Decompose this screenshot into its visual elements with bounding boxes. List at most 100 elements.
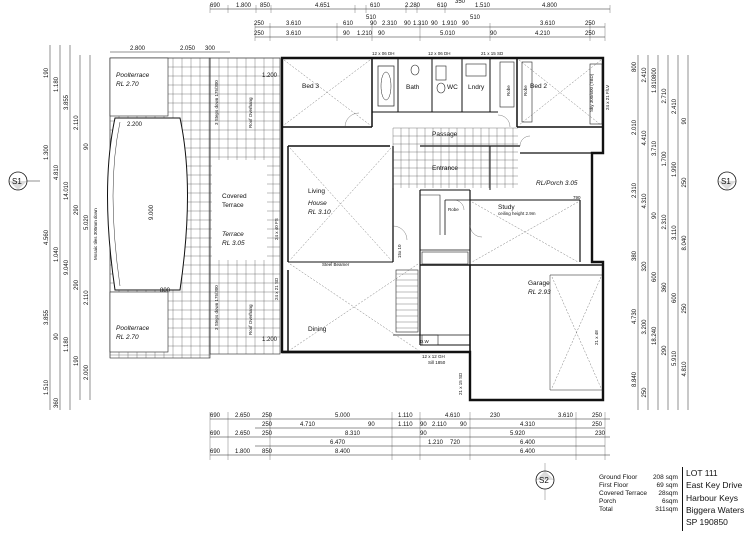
poolterrace-top-rl: RL 2.70 bbox=[116, 81, 139, 88]
room-living: Living bbox=[308, 188, 325, 195]
dim-bottom-label: 5.920 bbox=[510, 431, 526, 437]
dim-pool-800: 800 bbox=[160, 288, 171, 294]
dim-row3-0: 250 bbox=[254, 31, 265, 37]
dim-row3-3: 1.210 bbox=[357, 31, 373, 37]
terrace-area: Covered Terrace Terrace RL 3.05 3 Steps … bbox=[209, 57, 281, 355]
covered-terrace-label-2: Terrace bbox=[222, 202, 244, 209]
poolterrace-bottom-rl: RL 2.70 bbox=[116, 334, 139, 341]
dim-bottom-label: 8.310 bbox=[345, 431, 361, 437]
room-garage: Garage bbox=[528, 280, 550, 287]
dim-row2-7: 1.310 bbox=[413, 21, 429, 27]
dim-right-label: 2.710 bbox=[662, 88, 668, 104]
poolterrace-top-label: Poolterrace bbox=[116, 72, 150, 79]
dim-left-label: 4.560 bbox=[44, 229, 50, 245]
dim-right-label: 380 bbox=[632, 250, 638, 261]
room-bath: Bath bbox=[406, 84, 420, 91]
steps-bottom: 3 Steps down 175/300 bbox=[214, 285, 219, 330]
area-label: Porch bbox=[599, 498, 616, 505]
note-garage-door: 21 x 48 bbox=[594, 330, 599, 345]
room-robe-2: Robe bbox=[506, 85, 511, 96]
area-label: Covered Terrace bbox=[599, 490, 647, 497]
dim-row3-6: 90 bbox=[490, 31, 497, 37]
note-dw: D.W bbox=[420, 339, 430, 344]
dim-top-850: 850 bbox=[260, 3, 271, 9]
area-value: 6sqm bbox=[661, 498, 678, 505]
dim-bottom-label: 2.110 bbox=[432, 422, 447, 428]
dim-right-label: 4.410 bbox=[642, 130, 648, 146]
dim-right-label: 1.700 bbox=[662, 151, 668, 167]
dim-right-label: 2.010 bbox=[632, 119, 638, 135]
dim-bottom-label: 3.610 bbox=[558, 413, 574, 419]
dim-top-350: 350 bbox=[455, 0, 466, 5]
left-dimension-chains bbox=[49, 45, 91, 410]
dim-top-1510: 1.510 bbox=[475, 3, 491, 9]
dim-right-label: 90 bbox=[682, 117, 688, 124]
room-dining: Dining bbox=[308, 326, 327, 333]
dim-right-label: 8.040 bbox=[682, 235, 688, 251]
dim-left-label: 2.110 bbox=[84, 290, 90, 305]
dim-left-label: 290 bbox=[74, 279, 80, 290]
dim-bottom-label: 250 bbox=[592, 413, 603, 419]
opening-annotations: 12 x 06 DH 12 x 06 DH 21 x 15 SD 24 x 21… bbox=[274, 51, 610, 395]
dim-bottom-label: 6.470 bbox=[330, 440, 346, 446]
dim-bottom-label: 2.650 bbox=[235, 413, 251, 419]
dim-right-label: 8.840 bbox=[632, 371, 638, 387]
roof-overhang-top: Roof Overhang bbox=[248, 97, 253, 128]
dim-right-label: 1.990 bbox=[672, 161, 678, 177]
lot-line-4: Biggera Waters bbox=[686, 504, 745, 515]
dim-right-label: 600 bbox=[672, 292, 678, 303]
dim-row2-10: 90 bbox=[462, 21, 469, 27]
lot-line-1: LOT 111 bbox=[686, 468, 718, 478]
room-lndry: Lndry bbox=[468, 84, 485, 91]
room-study-note: ceiling height 2.9m bbox=[498, 211, 536, 216]
roof-overhang-bottom: Roof Overhang bbox=[248, 304, 253, 335]
section-label-s1-right: S1 bbox=[721, 177, 731, 186]
dim-left-label: 14.010 bbox=[64, 181, 70, 200]
steps-top: 3 Steps down 175/300 bbox=[214, 80, 219, 125]
dim-right-label: 90 bbox=[652, 212, 658, 219]
dim-bottom-label: 1.800 bbox=[235, 449, 251, 455]
dim-right-label: 4.730 bbox=[632, 308, 638, 324]
dim-top-610a: 610 bbox=[370, 3, 381, 9]
dim-right-label: 4.810 bbox=[682, 361, 688, 377]
dim-1200-top: 1.200 bbox=[262, 73, 278, 79]
room-robe-3: Robe bbox=[523, 85, 528, 96]
note-fv: 24 x 21 F/LV bbox=[605, 85, 610, 110]
area-value: 208 sqm bbox=[652, 474, 678, 481]
dim-top-690: 690 bbox=[210, 3, 221, 9]
dim-bottom-label: 1.110 bbox=[398, 413, 413, 419]
dim-bottom-label: 690 bbox=[210, 431, 221, 437]
dim-bottom-label: 690 bbox=[210, 413, 221, 419]
dim-left-label: 360 bbox=[54, 397, 60, 408]
dim-left-label: 190 bbox=[74, 355, 80, 366]
note-steel-beam: Steel Beamer bbox=[322, 262, 350, 267]
dim-row2-0: 250 bbox=[254, 21, 265, 27]
dim-terrace-2800: 2.800 bbox=[130, 46, 146, 52]
dim-right-label: 1.810 bbox=[652, 77, 658, 93]
dim-left-label: 4.810 bbox=[54, 164, 60, 180]
dim-bottom-label: 6.400 bbox=[520, 449, 536, 455]
dim-1200-bottom: 1.200 bbox=[262, 337, 278, 343]
dim-right-label: 800 bbox=[652, 67, 658, 78]
dim-left-label: 290 bbox=[74, 204, 80, 215]
dim-left-label: 9.040 bbox=[64, 259, 70, 275]
room-wc: WC bbox=[447, 84, 458, 91]
note-side-window-2: 24 x 21 SD bbox=[274, 277, 279, 300]
dim-left-label: 1.300 bbox=[44, 144, 50, 160]
dim-left-label: 5.020 bbox=[84, 214, 90, 230]
dim-bottom-label: 1.110 bbox=[398, 422, 413, 428]
dim-left-label: 1.040 bbox=[54, 246, 60, 262]
area-row: Porch 6sqm bbox=[596, 498, 681, 506]
dim-row2-1: 3.610 bbox=[286, 21, 302, 27]
area-label: Total bbox=[599, 506, 613, 513]
dim-row3-2: 90 bbox=[343, 31, 350, 37]
dim-bottom-label: 230 bbox=[490, 413, 501, 419]
dim-right-label: 2.310 bbox=[632, 182, 638, 198]
dim-left-label: 3.855 bbox=[64, 94, 70, 110]
dim-row2-4: 90 bbox=[370, 21, 377, 27]
dim-row3-4: 90 bbox=[378, 31, 385, 37]
